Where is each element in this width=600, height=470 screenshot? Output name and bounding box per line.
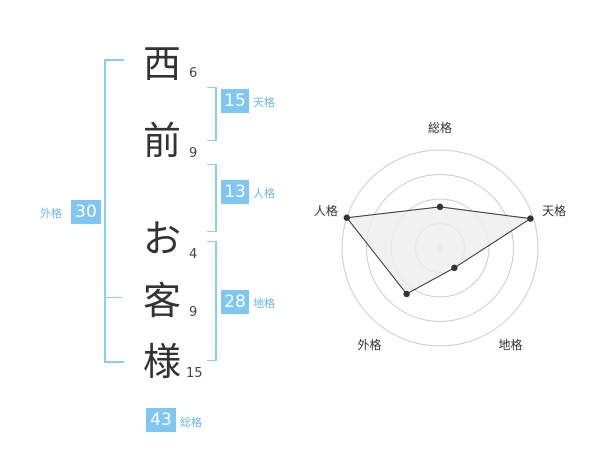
gaikaku-label: 外格 (40, 207, 62, 220)
tenkaku-badge: 15 (221, 89, 249, 113)
stroke-count-3: 4 (189, 247, 198, 262)
radar-point-0 (436, 203, 444, 211)
chikaku-bracket (207, 241, 217, 361)
radar-axis-label-2: 地格 (499, 337, 523, 352)
tenkaku-bracket (207, 87, 217, 141)
gaikaku-bracket (104, 59, 124, 363)
chikaku-badge: 28 (221, 290, 249, 314)
radar-point-1 (527, 215, 534, 222)
stroke-count-1: 6 (189, 66, 198, 81)
name-char-3: お (142, 217, 181, 261)
radar-axis-label-3: 外格 (357, 337, 381, 352)
radar-series (343, 203, 534, 298)
name-char-2: 前 (142, 119, 181, 163)
name-char-4: 客 (142, 279, 181, 323)
jinkaku-badge: 13 (221, 180, 249, 204)
radar-point-2 (451, 264, 458, 272)
radar-point-4 (343, 214, 350, 221)
radar-axis-label-0: 総格 (428, 120, 452, 135)
soukaku-label: 総格 (180, 416, 202, 429)
tenkaku-label: 天格 (253, 96, 275, 109)
soukaku-badge: 43 (146, 408, 176, 432)
radar-axis-label-4: 人格 (314, 203, 338, 218)
stroke-count-2: 9 (189, 146, 198, 161)
radar-ring-3 (366, 174, 514, 322)
radar-polygon (345, 206, 532, 295)
name-char-1: 西 (142, 42, 181, 86)
stroke-count-5: 15 (186, 366, 203, 381)
radar-axis-label-1: 天格 (542, 203, 566, 218)
name-char-5: 様 (142, 340, 181, 384)
radar-ring-4 (341, 149, 539, 347)
chikaku-label: 地格 (253, 297, 275, 310)
radar-point-3 (403, 290, 410, 298)
jinkaku-bracket (207, 164, 217, 232)
gaikaku-bracket-tick (104, 297, 122, 298)
stroke-count-4: 9 (189, 305, 198, 320)
jinkaku-label: 人格 (253, 187, 275, 200)
gaikaku-badge: 30 (71, 200, 101, 224)
